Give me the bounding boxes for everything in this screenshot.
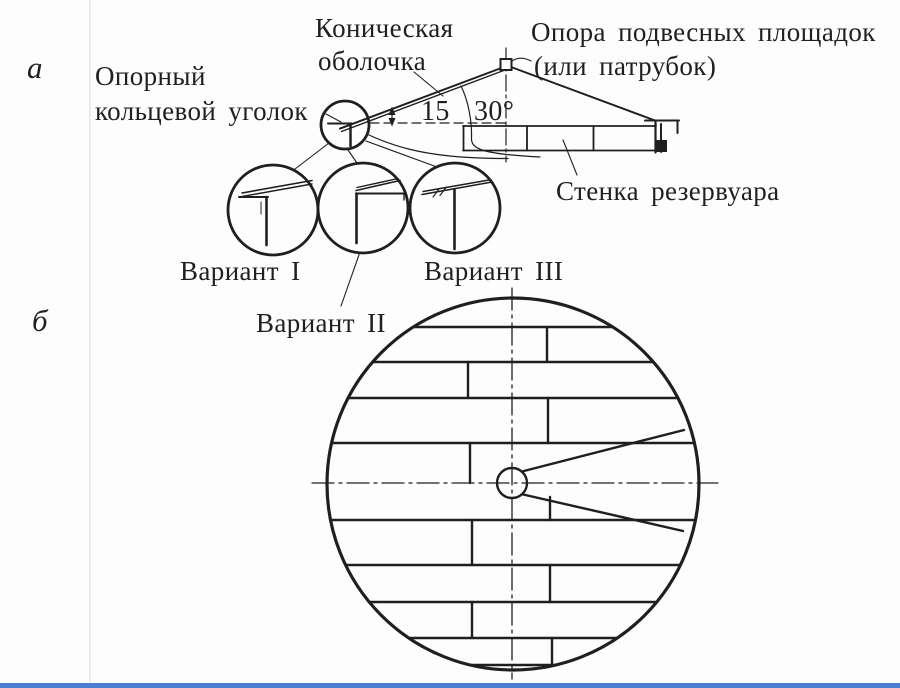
label-ring-angle-line1: Опорный <box>95 61 206 91</box>
panel-b-label: б <box>32 303 49 338</box>
break-curve-upper <box>460 85 541 158</box>
angle-min-text: 15 <box>421 96 450 127</box>
leader-support <box>510 57 532 63</box>
roof-slope-left-inner <box>340 69 506 133</box>
v3-weld-tick-1 <box>432 188 440 198</box>
angle-dimension-arrow <box>388 106 396 127</box>
v2-roof-plate-inner <box>356 177 399 189</box>
v3-roof-plate-outer <box>421 181 493 196</box>
eaves-detail-circle <box>319 99 371 151</box>
panel-a-label: а <box>27 50 43 85</box>
wall-corner-weld <box>656 140 667 152</box>
break-curve-lower <box>368 134 509 160</box>
v3-roof-plate-inner <box>422 179 490 193</box>
roof-plan-view <box>311 287 719 680</box>
roof-slope-left-outer <box>339 66 505 130</box>
label-conical-shell-line2: оболочка <box>318 46 426 76</box>
roof-slope-right <box>510 66 656 122</box>
angle-max-text: 30° <box>474 96 514 127</box>
leader-ring-angle <box>325 113 342 123</box>
variant-details <box>226 161 502 257</box>
v1-roof-plate-inner <box>241 183 313 198</box>
variant-1-circle <box>226 163 320 257</box>
label-support-line1: Опора подвесных площадок <box>531 17 876 47</box>
plan-vertical-joints <box>466 325 554 667</box>
variant-2-label: Вариант II <box>256 308 386 338</box>
label-support-line2: (или патрубок) <box>534 51 716 81</box>
variant-3-label: Вариант III <box>424 256 563 286</box>
variant-3-circle <box>408 161 502 255</box>
variant-2-circle <box>316 161 410 255</box>
leader-variant-1 <box>294 142 330 170</box>
v3-weld-tick-2 <box>439 186 447 197</box>
leader-variant-3 <box>365 140 438 168</box>
scan-streak <box>89 0 91 688</box>
scan-border-bottom <box>0 683 900 688</box>
plan-course-lines <box>329 325 696 667</box>
leader-tank-wall <box>562 139 578 176</box>
section-view <box>294 47 680 307</box>
label-conical-shell-line1: Коническая <box>315 13 453 43</box>
variant-1-label: Вариант I <box>180 256 301 286</box>
v2-roof-plate-outer <box>355 179 401 192</box>
wedge-upper-line <box>518 428 686 474</box>
wedge-lower-line <box>519 492 685 533</box>
leader-conical-shell <box>413 71 444 97</box>
leader-variant-2 <box>347 149 358 164</box>
apex-support-square <box>499 58 513 71</box>
v1-roof-plate-outer <box>241 179 313 194</box>
label-tank-wall: Стенка резервуара <box>556 176 780 206</box>
leader-variant-2-label <box>340 251 361 307</box>
label-ring-angle-line2: кольцевой уголок <box>95 96 308 126</box>
